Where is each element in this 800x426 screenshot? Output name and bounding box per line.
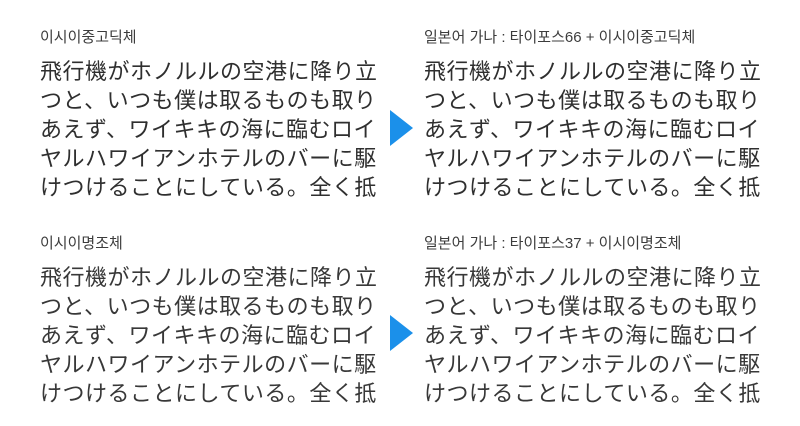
font-name-label: 일본어 가나 : 타이포스66 + 이시이중고딕체 <box>424 29 696 46</box>
sample-text-typos37-mincho: 飛行機がホノルルの空港に降り立 つと、いつも僕は取るものも取り あえず、ワイキキ… <box>424 265 762 406</box>
font-name-label: 일본어 가나 : 타이포스37 + 이시이명조체 <box>424 235 682 252</box>
font-sample-block-gothic-korean-label: 이시이중고딕체 飛行機がホノルルの空港に降り立 つと、いつも僕は取るものも取り … <box>40 30 390 202</box>
sample-text-gothic: 飛行機がホノルルの空港に降り立 つと、いつも僕は取るものも取り あえず、ワイキキ… <box>40 59 378 200</box>
font-sample-block-typos66-gothic: 일본어 가나 : 타이포스66 + 이시이중고딕체 飛行機がホノルルの空港に降り… <box>424 30 774 202</box>
font-sample-block-typos37-mincho: 일본어 가나 : 타이포스37 + 이시이명조체 飛行機がホノルルの空港に降り立… <box>424 236 774 408</box>
right-arrow-icon <box>390 315 413 351</box>
sample-text-typos66-gothic: 飛行機がホノルルの空港に降り立 つと、いつも僕は取るものも取り あえず、ワイキキ… <box>424 59 762 200</box>
sample-text-mincho: 飛行機がホノルルの空港に降り立 つと、いつも僕は取るものも取り あえず、ワイキキ… <box>40 265 378 406</box>
right-arrow-icon <box>390 110 413 146</box>
font-sample-block-mincho-korean-label: 이시이명조체 飛行機がホノルルの空港に降り立 つと、いつも僕は取るものも取り あ… <box>40 236 390 408</box>
font-name-label: 이시이명조체 <box>40 235 123 252</box>
font-name-label: 이시이중고딕체 <box>40 29 137 46</box>
